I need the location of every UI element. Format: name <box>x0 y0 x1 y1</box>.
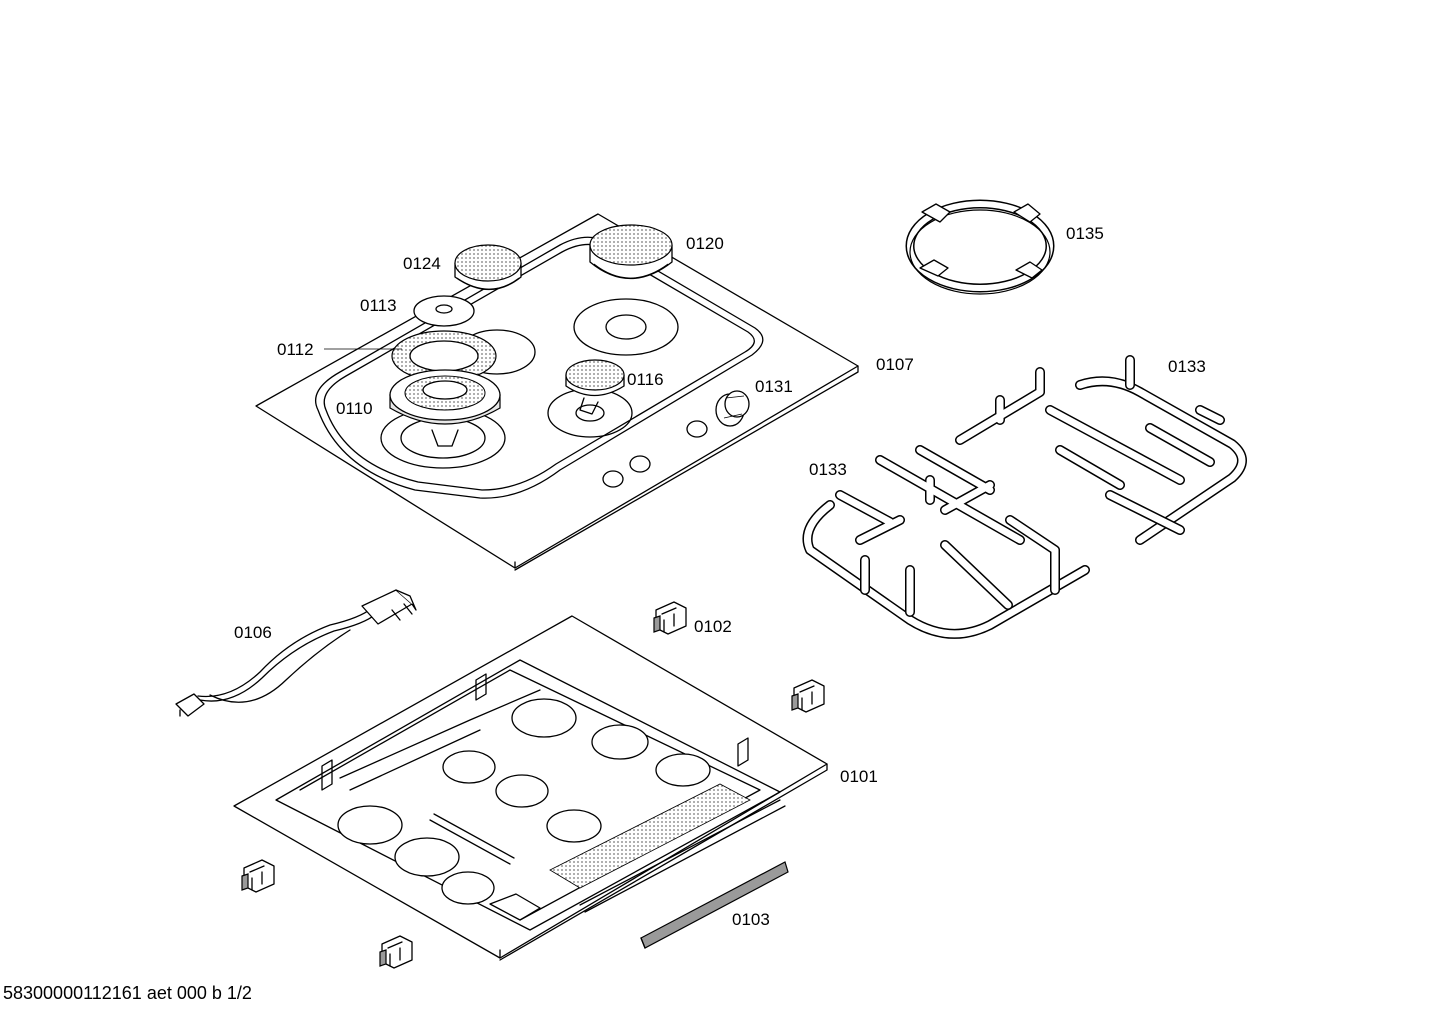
label-0110: 0110 <box>336 399 373 418</box>
seal-strip-0103 <box>640 861 789 949</box>
burner-base-0110 <box>389 369 501 447</box>
label-0124: 0124 <box>403 254 441 273</box>
label-0112: 0112 <box>277 340 314 359</box>
drawing-reference-code: 58300000112161 aet 000 b 1/2 <box>3 983 252 1003</box>
power-cord-0106 <box>175 589 417 717</box>
burner-disc-0113 <box>413 295 475 327</box>
label-0133-right: 0133 <box>1168 357 1206 376</box>
hob-top-plate <box>255 213 859 571</box>
label-0101: 0101 <box>840 767 878 786</box>
label-0131: 0131 <box>755 377 793 396</box>
burner-cap-0120 <box>589 224 673 280</box>
flame-ring-0112 <box>391 330 497 382</box>
label-0103: 0103 <box>732 910 770 929</box>
label-0102: 0102 <box>694 617 732 636</box>
label-0113: 0113 <box>360 296 397 315</box>
bottom-tray-0101 <box>233 615 828 961</box>
burner-cap-0124 <box>454 244 522 290</box>
burner-cap-0116 <box>565 359 625 415</box>
label-0116: 0116 <box>627 370 664 389</box>
knob-0131 <box>715 390 750 427</box>
pan-support-left-0133 <box>802 445 1090 639</box>
pan-support-right-0133 <box>955 355 1247 545</box>
mounting-clips-0102 <box>241 601 825 969</box>
label-0135: 0135 <box>1066 224 1104 243</box>
label-0133-left: 0133 <box>809 460 847 479</box>
label-0120: 0120 <box>686 234 724 253</box>
label-0106: 0106 <box>234 623 272 642</box>
label-0107: 0107 <box>876 355 914 374</box>
wok-ring-0135 <box>905 199 1055 295</box>
